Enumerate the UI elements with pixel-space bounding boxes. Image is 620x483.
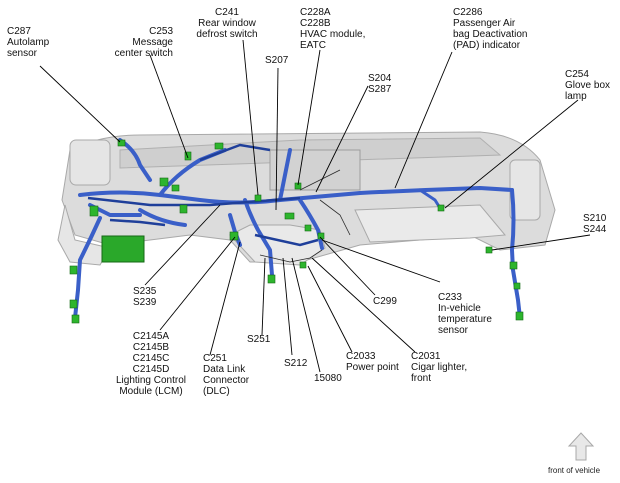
- label-c251: C251 Data Link Connector (DLC): [203, 353, 250, 397]
- label-s210: S210 S244: [583, 213, 607, 235]
- thin-wires: [259, 169, 351, 263]
- label-c228: C228A C228B HVAC module, EATC: [300, 7, 366, 51]
- label-c253: C253 Message center switch: [114, 26, 173, 59]
- leader-lines: [39, 39, 591, 373]
- lighting-control-module: [101, 235, 145, 263]
- label-c299: C299: [373, 296, 397, 307]
- connectors: [69, 139, 524, 324]
- label-c254: C254 Glove box lamp: [565, 69, 611, 102]
- label-c2286: C2286 Passenger Air bag Deactivation (PA…: [453, 7, 528, 51]
- label-c287: C287 Autolamp sensor: [7, 26, 50, 59]
- label-s251: S251: [247, 334, 271, 345]
- label-c2145: C2145A C2145B C2145C C2145D Lighting Con…: [115, 331, 187, 397]
- label-c241: C241 Rear window defrost switch: [196, 7, 258, 40]
- label-15080: 15080: [314, 373, 342, 384]
- front-arrow-icon: [567, 432, 595, 461]
- front-of-vehicle-label: front of vehicle: [548, 466, 601, 475]
- label-s207: S207: [265, 55, 289, 66]
- label-c2031: C2031 Cigar lighter, front: [411, 351, 468, 384]
- label-s235: S235 S239: [133, 286, 157, 308]
- label-c233: C233 In-vehicle temperature sensor: [438, 292, 492, 336]
- label-s212: S212: [284, 358, 308, 369]
- label-c2033: C2033 Power point: [346, 351, 399, 373]
- label-s204: S204 S287: [368, 73, 392, 95]
